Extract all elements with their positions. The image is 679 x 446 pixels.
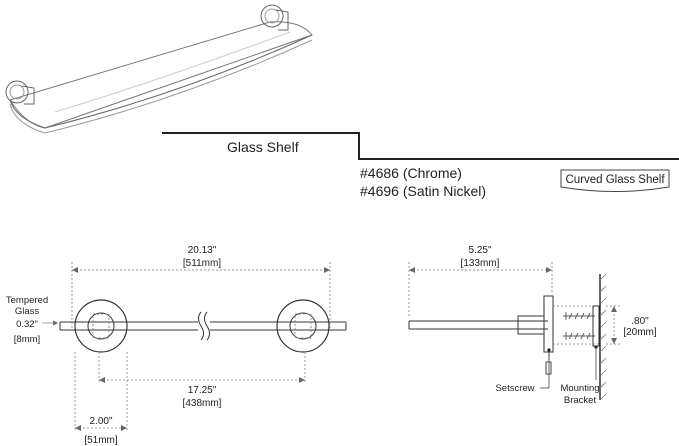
shelf-bracket-front <box>5 80 35 105</box>
left-bracket-flange <box>74 299 128 353</box>
side-elevation-view: 5.25" [133mm] .80" [20mm] Setscrew Mount… <box>408 245 657 406</box>
curved-glass-shelf-badge: Curved Glass Shelf <box>560 169 670 192</box>
shelf-bracket-rear <box>260 4 289 31</box>
side-bracket-body <box>517 295 600 353</box>
svg-text:Tempered: Tempered <box>6 295 48 306</box>
tempered-glass-label: Tempered Glass 0.32" [8mm] <box>6 295 58 345</box>
svg-text:0.32": 0.32" <box>16 319 38 330</box>
svg-text:Bracket: Bracket <box>564 395 597 406</box>
product-title: Glass Shelf <box>227 139 299 155</box>
flange-diameter-dimension: 2.00" [51mm] <box>74 352 128 446</box>
svg-text:[51mm]: [51mm] <box>84 435 118 446</box>
svg-text:Setscrew: Setscrew <box>495 383 534 394</box>
front-elevation-view: 20.13" [511mm] 17.25" [438mm] 2.00" [51m… <box>6 245 347 446</box>
setscrew-callout: Setscrew <box>495 348 552 394</box>
svg-text:17.25": 17.25" <box>188 385 217 396</box>
svg-text:[438mm]: [438mm] <box>183 398 222 409</box>
bracket-spacing-dimension: 17.25" [438mm] <box>98 352 306 409</box>
wall-section <box>592 273 607 401</box>
svg-text:.80": .80" <box>631 316 649 327</box>
svg-text:Glass: Glass <box>15 306 40 317</box>
depth-dimension: 5.25" [133mm] <box>408 245 553 318</box>
svg-text:[8mm]: [8mm] <box>14 334 40 345</box>
right-bracket-flange <box>276 299 330 353</box>
svg-text:Mounting: Mounting <box>560 383 599 394</box>
overall-width-dimension: 20.13" [511mm] <box>71 245 331 330</box>
svg-text:[133mm]: [133mm] <box>461 258 500 269</box>
wall-screws <box>563 312 595 340</box>
title-step-line <box>162 132 679 160</box>
height-dimension: .80" [20mm] <box>606 305 657 345</box>
svg-text:20.13": 20.13" <box>188 245 217 256</box>
mounting-bracket-callout: Mounting Bracket <box>560 345 600 406</box>
model-satin-nickel: #4696 (Satin Nickel) <box>360 183 486 199</box>
break-symbol <box>198 311 210 341</box>
shelf-perspective-illustration <box>5 4 313 134</box>
svg-text:[511mm]: [511mm] <box>183 258 221 269</box>
svg-text:5.25": 5.25" <box>468 245 491 256</box>
svg-text:2.00": 2.00" <box>89 416 112 427</box>
svg-text:Curved Glass Shelf: Curved Glass Shelf <box>565 174 665 186</box>
svg-text:[20mm]: [20mm] <box>623 327 657 338</box>
model-chrome: #4686 (Chrome) <box>360 165 462 181</box>
